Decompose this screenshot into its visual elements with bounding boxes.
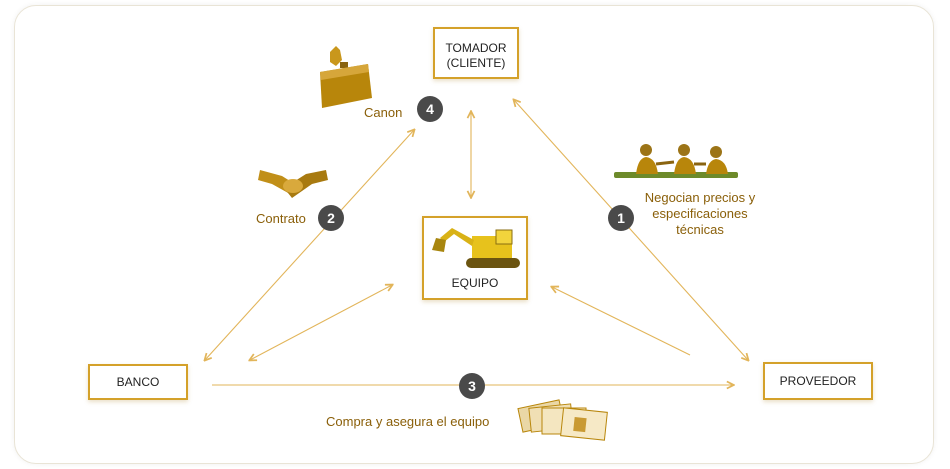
equipo-label: EQUIPO: [451, 276, 499, 290]
banco-label: BANCO: [116, 375, 160, 389]
node-tomador: TOMADOR (CLIENTE): [433, 27, 519, 79]
tomador-label-line2: (CLIENTE): [446, 56, 506, 70]
connector-banco-equipo: [250, 285, 392, 360]
step-1-label-line1: Negocian precios y: [644, 190, 756, 205]
step-1-label-line3: técnicas: [676, 222, 724, 237]
step-3-label: Compra y asegura el equipo: [326, 414, 490, 429]
step-3-badge: 3: [459, 373, 485, 399]
connector-proveedor-equipo: [552, 287, 691, 356]
node-proveedor: PROVEEDOR: [763, 362, 873, 400]
people-meeting-icon: [614, 144, 738, 178]
step-1-label-line2: especificaciones: [652, 206, 748, 221]
step-2-label: Contrato: [256, 211, 306, 226]
connector-banco-tomador: [205, 130, 414, 360]
excavator-icon: [432, 228, 520, 268]
tomador-label-line1: TOMADOR: [445, 41, 507, 55]
step-2-badge: 2: [318, 205, 344, 231]
banknotes-icon: [517, 399, 608, 441]
step-4-label: Canon: [364, 105, 403, 120]
hand-holding-briefcase-icon: [320, 46, 372, 108]
connector-tomador-proveedor: [514, 100, 748, 360]
proveedor-label: PROVEEDOR: [779, 374, 857, 388]
node-banco: BANCO: [88, 364, 188, 400]
step-1-badge: 1: [608, 205, 634, 231]
step-4-badge: 4: [417, 96, 443, 122]
node-equipo: EQUIPO: [422, 216, 528, 300]
step-1-label: Negocian precios y especificaciones técn…: [630, 190, 770, 238]
handshake-icon: [258, 170, 328, 198]
